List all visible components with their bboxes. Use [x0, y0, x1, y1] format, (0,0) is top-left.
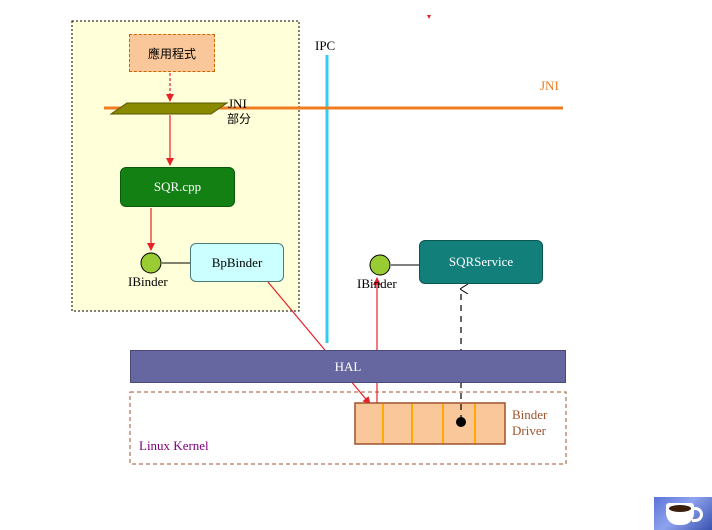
- coffee-cup-image: [654, 497, 712, 530]
- binder-driver-label-line1: Binder: [512, 407, 548, 422]
- ibinder-left-node: [140, 252, 162, 274]
- ibinder-left-label: IBinder: [128, 274, 168, 289]
- cup-handle: [692, 507, 703, 522]
- linux-kernel-label: Linux Kernel: [139, 438, 209, 453]
- binder-driver-queue: [354, 402, 506, 445]
- jni-left-label-line2: 部分: [227, 112, 252, 126]
- jni-boundary-shape: [109, 102, 229, 115]
- driver-dot: [456, 417, 466, 427]
- ipc-label: IPC: [315, 38, 336, 53]
- kernel-region: [129, 391, 567, 465]
- cup-icon: [666, 503, 694, 525]
- binder-driver-label-line2: Driver: [512, 423, 546, 438]
- ibinder-right-node: [369, 254, 391, 276]
- hal-bar: HAL: [130, 350, 566, 383]
- bpbinder-to-driver-arrow: [267, 281, 371, 405]
- bp-binder-box: BpBinder: [190, 243, 284, 282]
- ibinder-right-label: IBinder: [357, 276, 397, 291]
- sqr-cpp-box: SQR.cpp: [120, 167, 235, 207]
- top-marker: [427, 15, 431, 19]
- jni-left-label-line1: JNI: [228, 96, 247, 111]
- coffee-surface: [669, 505, 691, 512]
- jni-right-label: JNI: [540, 78, 559, 93]
- sqr-service-box: SQRService: [419, 240, 543, 284]
- app-box: 應用程式: [129, 34, 215, 72]
